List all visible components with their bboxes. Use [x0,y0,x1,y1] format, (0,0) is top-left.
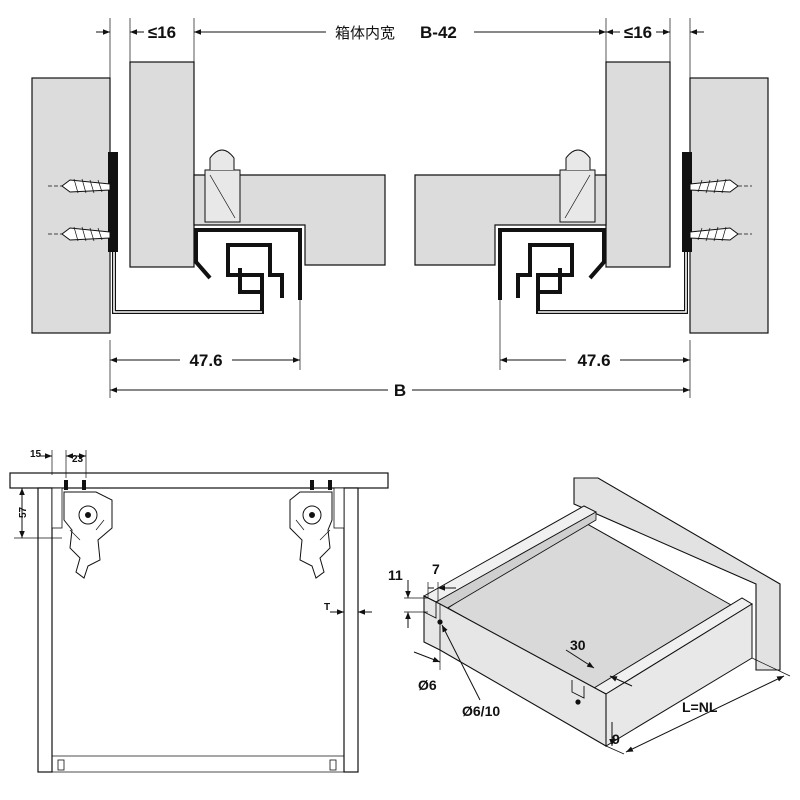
right-screw-top [689,178,752,194]
left-drawer-side [129,61,195,268]
dim-15: 15 [30,449,42,460]
right-locating-peg [559,149,596,223]
dim-right-gap: ≤16 [624,23,652,42]
dim-overall: B [394,381,406,400]
right-cabinet-wall [689,77,769,334]
dim-57: 57 [18,506,29,518]
dim-inner-label: 箱体内宽 [335,24,395,42]
right-mounting-bracket [289,480,345,579]
front-view-cabinet: 15 23 57 T [9,449,389,773]
left-cabinet-wall [31,77,111,334]
dim-left-gap: ≤16 [148,23,176,42]
left-screw-bottom [48,226,111,242]
left-screw-top [48,178,111,194]
dim-11: 11 [388,567,403,583]
dim-right-rail: 47.6 [577,351,610,370]
drill-hole-right [575,699,581,705]
left-locating-peg [204,149,241,223]
dim-phi6-10: Ø6/10 [462,703,500,719]
left-mounting-bracket [51,480,113,579]
left-drawer-bottom [193,174,386,266]
dim-left-rail: 47.6 [189,351,222,370]
top-section-view: ≤16 箱体内宽 B-42 ≤16 47.6 47.6 B [31,18,769,400]
dim-30: 30 [570,637,586,653]
right-drawer-bottom [414,174,607,266]
right-slide-rail [498,152,692,314]
dim-7: 7 [432,561,440,577]
dim-9: 9 [612,731,620,747]
dim-inner-value: B-42 [420,23,457,42]
right-drawer-side [605,61,671,268]
dim-length: L=NL [682,699,718,715]
drawer-isometric-view: 11 7 Ø6 Ø6/10 30 L=NL 9 [388,477,791,755]
drill-hole-left [437,619,443,625]
dim-23: 23 [72,454,84,465]
dim-t: T [324,602,330,613]
dim-phi6: Ø6 [418,677,437,693]
left-slide-rail [108,152,302,314]
right-screw-bottom [689,226,752,242]
